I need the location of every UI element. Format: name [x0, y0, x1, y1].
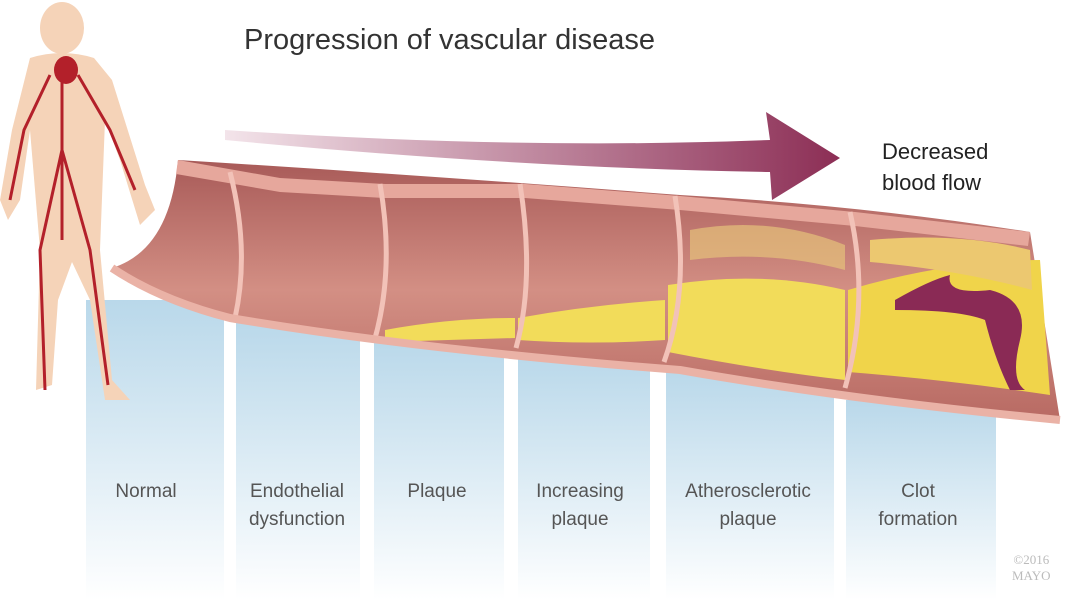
column-increasing [518, 355, 650, 600]
blood-clot [895, 275, 1025, 390]
stage-label-line: Plaque [407, 481, 467, 502]
stage-label-line: plaque [719, 509, 777, 530]
column-plaque [374, 340, 504, 600]
stage-label-line: dysfunction [248, 509, 346, 530]
stage-label-increasing-plaque: Increasing plaque [536, 478, 624, 534]
heart [54, 56, 78, 84]
stage-label-line: Clot [901, 481, 935, 502]
human-figure [0, 2, 155, 400]
stage-label-clot-formation: Clot formation [878, 478, 957, 534]
stage-label-line: Normal [115, 481, 177, 502]
caption-line-2: blood flow [882, 170, 982, 195]
segment-rings [227, 171, 862, 389]
stage-label-line: plaque [551, 509, 609, 530]
stage-label-plaque: Plaque [407, 478, 466, 506]
stage-label-line: Increasing [536, 481, 624, 502]
column-endothelial [236, 320, 360, 600]
stage-columns [86, 300, 996, 600]
artery [109, 160, 1061, 424]
stage-label-atherosclerotic-plaque: Atherosclerotic plaque [685, 478, 811, 534]
decreased-blood-flow-caption: Decreased blood flow [882, 136, 988, 198]
copyright-year: ©2016 [1013, 552, 1050, 567]
stage-label-line: formation [878, 509, 958, 530]
copyright-mark: ©2016 MAYO [1012, 552, 1051, 584]
stage-label-line: Endothelial [249, 481, 345, 502]
stage-label-line: Atherosclerotic [685, 481, 811, 502]
diagram-title: Progression of vascular disease [244, 24, 656, 56]
stage-label-normal: Normal [115, 478, 176, 506]
copyright-owner: MAYO [1012, 568, 1051, 583]
stage-label-endothelial-dysfunction: Endothelial dysfunction [249, 478, 345, 534]
progression-arrow [225, 112, 840, 200]
column-atherosclerotic [666, 370, 834, 600]
caption-line-1: Decreased [882, 139, 989, 164]
column-clot [846, 400, 996, 600]
